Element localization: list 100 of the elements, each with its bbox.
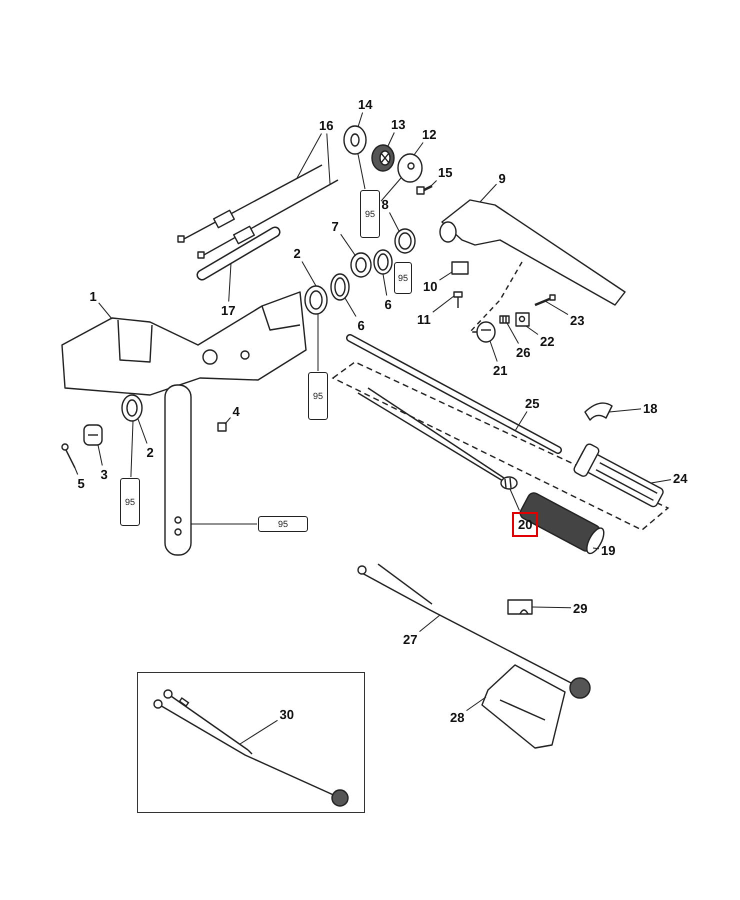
gear bbox=[371, 144, 395, 172]
callout-number: 19 bbox=[600, 542, 616, 558]
shaft bbox=[346, 334, 562, 454]
callout-number: 24 bbox=[672, 470, 688, 486]
leader-line bbox=[650, 479, 672, 484]
callout-number: 3 bbox=[100, 466, 109, 482]
leader-line bbox=[510, 488, 520, 511]
leader-line bbox=[439, 272, 452, 281]
bolt bbox=[416, 184, 433, 195]
callout-number: 25 bbox=[524, 396, 540, 410]
bolt bbox=[453, 291, 463, 308]
leader-line bbox=[430, 180, 438, 188]
tiller-handle bbox=[439, 199, 626, 306]
leader-line bbox=[592, 548, 600, 550]
leader-line bbox=[98, 302, 112, 320]
bushing bbox=[304, 285, 328, 315]
leader-line bbox=[138, 418, 148, 444]
control-cable bbox=[197, 179, 338, 259]
leader-line bbox=[326, 133, 330, 184]
callout-number: 4 bbox=[232, 404, 241, 418]
callout-number: 2 bbox=[146, 444, 155, 460]
leader-line bbox=[74, 468, 78, 475]
leader-line bbox=[608, 408, 642, 412]
leader-line bbox=[358, 112, 364, 128]
block bbox=[515, 312, 530, 327]
grease-tube: 95 bbox=[308, 372, 328, 420]
leader-line bbox=[380, 178, 402, 202]
bracket bbox=[481, 664, 566, 749]
callout-number: 1 bbox=[88, 288, 98, 304]
callout-number: 9 bbox=[498, 170, 507, 186]
leader-line bbox=[419, 614, 440, 632]
leader-line bbox=[432, 296, 454, 313]
leader-line bbox=[466, 696, 486, 712]
callout-number: 5 bbox=[76, 476, 86, 490]
leader-line bbox=[532, 606, 572, 608]
ring bbox=[373, 249, 393, 275]
leader-line bbox=[302, 261, 316, 286]
screw bbox=[534, 294, 556, 306]
leader-line bbox=[388, 132, 395, 146]
callout-number: 26 bbox=[515, 344, 532, 360]
retainer-clip bbox=[451, 261, 469, 275]
callout-number: 6 bbox=[384, 296, 393, 312]
cap bbox=[343, 125, 367, 155]
assembly-guide-line bbox=[468, 262, 523, 333]
leader-line bbox=[344, 298, 356, 317]
callout-number: 12 bbox=[421, 126, 438, 142]
callout-number: 2 bbox=[292, 246, 302, 260]
insert bbox=[584, 402, 613, 421]
grease-tube: 95 bbox=[360, 190, 380, 238]
callout-number: 7 bbox=[330, 218, 340, 234]
leader-line bbox=[358, 154, 366, 190]
leader-line bbox=[98, 444, 103, 466]
steering-bracket bbox=[61, 291, 307, 556]
cable-with-connector bbox=[358, 387, 518, 490]
spring bbox=[499, 315, 510, 324]
callout-number: 6 bbox=[356, 318, 366, 332]
leader-line bbox=[340, 234, 356, 256]
plate bbox=[397, 153, 423, 183]
leader-line bbox=[296, 133, 322, 178]
callout-number: 14 bbox=[357, 96, 374, 112]
grease-tube: 95 bbox=[394, 262, 412, 294]
callout-number: 11 bbox=[416, 312, 432, 326]
callout-number: 15 bbox=[437, 164, 454, 180]
leader-line bbox=[130, 420, 134, 478]
leader-line bbox=[224, 417, 231, 424]
leader-line bbox=[514, 411, 528, 432]
leader-line bbox=[490, 340, 498, 362]
callout-number: 8 bbox=[380, 196, 390, 212]
leader-line bbox=[228, 262, 232, 302]
sealing-ring bbox=[394, 228, 416, 254]
lead-wire bbox=[162, 688, 248, 750]
callout-number: 21 bbox=[492, 362, 508, 378]
leader-line bbox=[506, 322, 519, 344]
callout-number: 29 bbox=[572, 600, 588, 616]
wiring-harness bbox=[357, 563, 591, 699]
rod bbox=[196, 226, 280, 280]
inset-frame bbox=[137, 672, 365, 813]
callout-number: 13 bbox=[390, 116, 406, 132]
callout-number: 23 bbox=[569, 312, 586, 328]
callout-number: 28 bbox=[449, 710, 466, 724]
leader-line bbox=[414, 142, 424, 156]
leader-line bbox=[480, 184, 497, 202]
callout-number: 17 bbox=[220, 302, 236, 318]
throttle-tube bbox=[572, 442, 666, 509]
knob bbox=[476, 321, 496, 343]
callout-number: 27 bbox=[402, 632, 418, 646]
retaining-ring bbox=[350, 252, 372, 278]
leader-line bbox=[526, 326, 538, 335]
control-cable bbox=[177, 164, 322, 243]
callout-number: 30 bbox=[278, 707, 295, 722]
leader-line bbox=[382, 274, 388, 296]
leader-line bbox=[389, 212, 400, 232]
callout-number: 20 bbox=[512, 512, 538, 536]
callout-number: 10 bbox=[422, 278, 438, 294]
ring bbox=[330, 273, 350, 301]
leader-line bbox=[240, 720, 278, 744]
leader-line bbox=[544, 300, 568, 316]
callout-number: 22 bbox=[539, 334, 556, 348]
callout-number: 16 bbox=[318, 118, 334, 132]
callout-number: 18 bbox=[642, 400, 658, 416]
